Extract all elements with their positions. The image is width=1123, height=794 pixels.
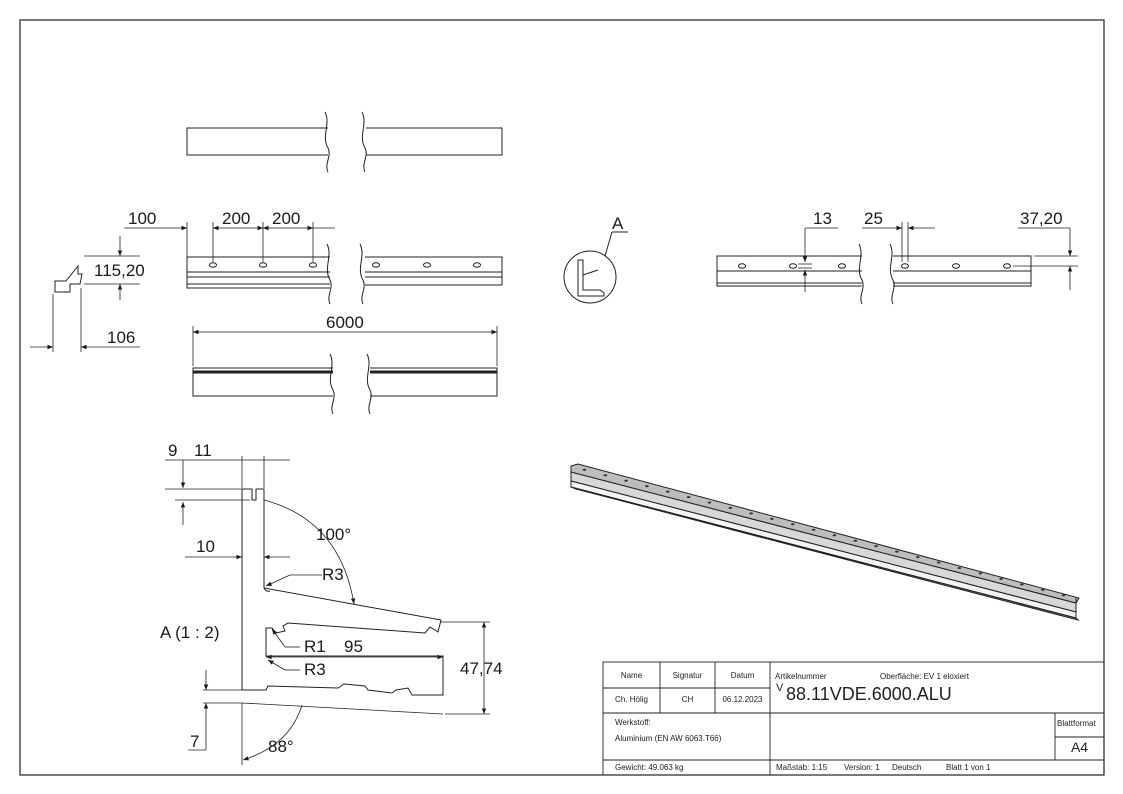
isometric-hole: [811, 528, 816, 531]
dim-25: 25: [864, 209, 883, 228]
isometric-view: [570, 463, 1080, 621]
bottom-view: [192, 326, 498, 415]
dim-r3-bottom: R3: [304, 660, 326, 679]
isometric-hole: [666, 490, 670, 493]
isometric-hole: [916, 556, 920, 559]
isometric-hole: [770, 517, 774, 520]
detail-a-dimensions: [165, 456, 490, 765]
title-block-header-name: Name: [620, 671, 643, 680]
title-block-sprache: Deutsch: [892, 763, 922, 772]
isometric-hole: [874, 545, 878, 548]
title-block-grid: [602, 661, 1105, 776]
dim-88-degree: 88°: [268, 737, 294, 756]
isometric-hole: [999, 577, 1003, 580]
top-view: [186, 111, 503, 173]
detail-a-scale-label: A (1 : 2): [160, 623, 220, 642]
dim-13: 13: [813, 209, 832, 228]
dim-47-74: 47,74: [460, 659, 503, 678]
dim-200-first: 200: [222, 209, 250, 228]
detail-a-marker: [563, 231, 628, 304]
isometric-hole: [1020, 583, 1024, 586]
dim-6000: 6000: [326, 313, 364, 332]
title-block-gewicht: Gewicht: 49.063 kg: [615, 763, 684, 772]
dim-11: 11: [194, 441, 212, 460]
side-view-dimensions: [798, 222, 1078, 292]
isometric-hole: [749, 512, 753, 515]
front-view: [186, 243, 503, 305]
isometric-hole: [582, 468, 587, 471]
isometric-hole: [791, 523, 795, 526]
front-view-dimensions: [30, 222, 335, 352]
dim-115-20: 115,20: [94, 261, 145, 280]
isometric-holes: [582, 468, 1066, 597]
dim-106: 106: [107, 328, 135, 347]
title-block-blatt: Blatt 1 von 1: [946, 763, 991, 772]
title-block-header-datum: Datum: [730, 671, 755, 680]
isometric-hole: [1061, 594, 1066, 597]
dim-9: 9: [168, 441, 177, 460]
dim-r1: R1: [304, 637, 326, 656]
isometric-hole: [624, 479, 628, 482]
isometric-hole: [832, 534, 837, 537]
isometric-hole: [603, 474, 608, 477]
title-block-oberflaeche: Oberfläche: EV 1 eloxiert: [880, 672, 969, 681]
title-block-blattformat-label: Blattformat: [1057, 719, 1096, 728]
title-block-artikel-number: 88.11VDE.6000.ALU: [786, 684, 952, 704]
isometric-hole: [853, 539, 858, 542]
dim-100: 100: [128, 209, 156, 228]
dim-200-second: 200: [272, 209, 300, 228]
detail-a-profile: [241, 488, 444, 696]
isometric-hole: [645, 485, 649, 488]
title-block-blattformat: A4: [1070, 739, 1089, 755]
side-view-right: [716, 243, 1032, 305]
title-block-signatur: CH: [681, 695, 694, 704]
dim-r3-top: R3: [322, 565, 344, 584]
title-block-version: Version: 1: [844, 763, 880, 772]
title-block-header-signatur: Signatur: [672, 671, 703, 680]
drawing-frame: [19, 19, 1105, 776]
title-block-werkstoff-label: Werkstoff:: [615, 718, 651, 727]
dim-100-degree: 100°: [316, 525, 351, 544]
detail-a-letter: A: [612, 214, 624, 233]
dim-95: 95: [344, 637, 363, 656]
title-block-werkstoff: Aluminium (EN AW 6063.T66): [615, 734, 722, 743]
dim-7: 7: [190, 732, 199, 751]
isometric-hole: [728, 506, 733, 509]
isometric-hole: [978, 572, 983, 575]
isometric-hole: [957, 567, 962, 569]
title-block-artikel-prefix: V: [776, 682, 784, 694]
isometric-hole: [936, 561, 941, 564]
title-block-massstab: Maßstab: 1:15: [776, 763, 828, 772]
title-block-datum: 06.12.2023: [722, 695, 763, 704]
title-block-name: Ch. Hölig: [615, 695, 648, 704]
dim-37-20: 37,20: [1020, 209, 1063, 228]
title-block-artikel-label: Artikelnummer: [775, 672, 827, 681]
isometric-hole: [895, 550, 899, 553]
dim-10: 10: [196, 537, 215, 556]
isometric-hole: [1041, 588, 1045, 591]
isometric-hole: [707, 501, 712, 504]
isometric-hole: [686, 496, 691, 498]
